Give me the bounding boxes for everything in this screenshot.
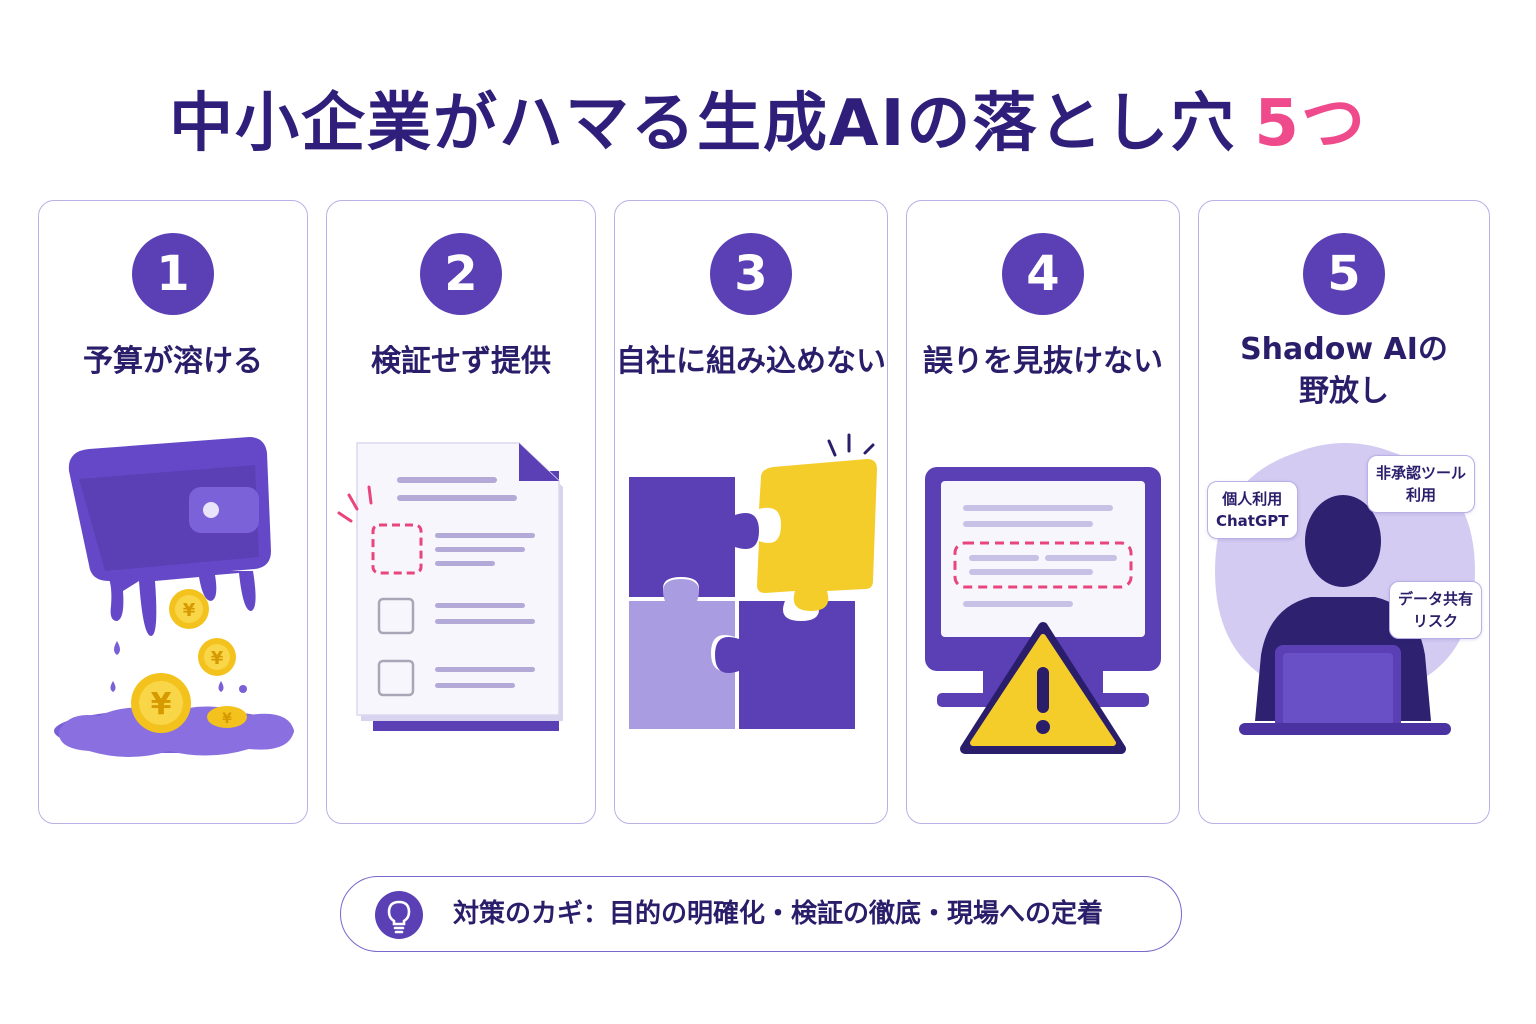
svg-text:¥: ¥ [183, 600, 196, 621]
title-main: 中小企業がハマる生成AIの落とし穴 [169, 87, 1237, 161]
lightbulb-icon [375, 891, 423, 939]
puzzle-pieces-icon [629, 433, 877, 729]
card-3: 3 自社に組み込めない [614, 200, 888, 824]
card-1: 1 予算が溶ける ¥ ¥ ¥ ¥ [38, 200, 308, 824]
card-5: 5 Shadow AIの 野放し 個人利用 ChatGPT 非承認ツール 利用 … [1198, 200, 1490, 824]
footer-banner: 対策のカギ：目的の明確化・検証の徹底・現場への定着 [340, 876, 1182, 952]
footer-text: 対策のカギ：目的の明確化・検証の徹底・現場への定着 [453, 899, 1104, 929]
card-title-1: 予算が溶ける [83, 344, 263, 379]
card-number-3: 3 [710, 233, 792, 315]
card-title-3: 自社に組み込めない [616, 344, 886, 379]
svg-text:¥: ¥ [222, 711, 232, 727]
bubble-1-line-1: 個人利用 [1222, 490, 1283, 508]
card-number-2: 2 [420, 233, 502, 315]
card-2: 2 検証せず提供 [326, 200, 596, 824]
card-number-4: 4 [1002, 233, 1084, 315]
card-title-5: Shadow AIの 野放し [1199, 329, 1489, 413]
bubble-1-line-2: ChatGPT [1216, 512, 1289, 530]
card-4: 4 誤りを見抜けない [906, 200, 1180, 824]
bubble-data-sharing-risk: データ共有 リスク [1389, 581, 1483, 639]
card-number-1: 1 [132, 233, 214, 315]
svg-text:¥: ¥ [151, 687, 172, 722]
card-title-2: 検証せず提供 [371, 344, 551, 379]
card-title-5-line-1: Shadow AIの [1240, 332, 1448, 367]
svg-text:¥: ¥ [211, 648, 224, 669]
monitor-warning-icon [925, 467, 1161, 754]
card-number-5: 5 [1303, 233, 1385, 315]
document-checklist-icon [337, 442, 563, 731]
bubble-3-line-2: リスク [1413, 612, 1459, 630]
bubble-unapproved-tool: 非承認ツール 利用 [1367, 455, 1476, 513]
title-accent: 5つ [1254, 87, 1367, 161]
bubble-2-line-2: 利用 [1406, 486, 1437, 504]
card-title-5-line-2: 野放し [1299, 374, 1389, 409]
card-title-4: 誤りを見抜けない [923, 344, 1163, 379]
bubble-personal-chatgpt: 個人利用 ChatGPT [1207, 481, 1298, 539]
bubble-2-line-1: 非承認ツール [1376, 464, 1467, 482]
melting-wallet-yen-coins-icon: ¥ ¥ ¥ ¥ [54, 437, 294, 757]
bubble-3-line-1: データ共有 [1398, 590, 1474, 608]
